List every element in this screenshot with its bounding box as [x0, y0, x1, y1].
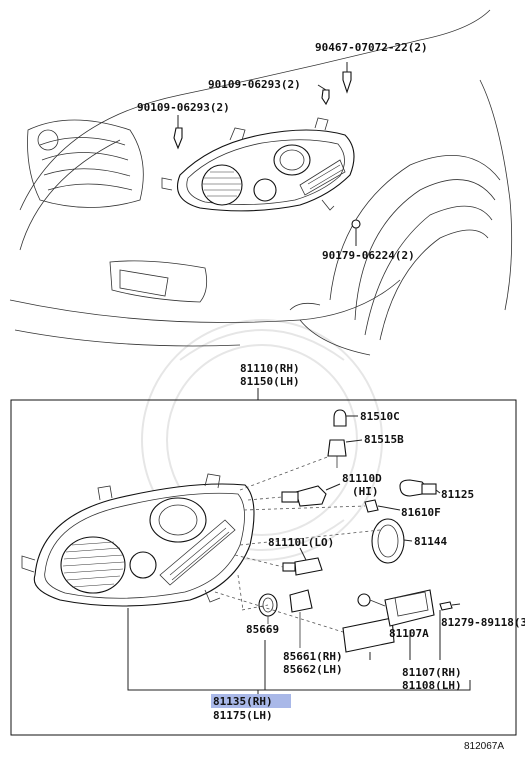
label-unit-lh: 81175(LH) — [213, 709, 273, 722]
label-unit-rh: 81135(RH) — [213, 695, 273, 708]
car-front-outline — [9, 9, 513, 356]
exploded-view-frame — [10, 399, 517, 736]
label-socket-rh: 85661(RH) — [283, 650, 343, 663]
diagram-id: 812067A — [464, 741, 504, 752]
label-ballast-rh: 81107(RH) — [402, 666, 462, 679]
headlamp-top-illustration — [161, 62, 361, 246]
label-bolt-right: 81279-89118(3) — [441, 616, 525, 629]
unit-bracket-lines — [127, 608, 471, 694]
label-assy-lh: 81150(LH) — [240, 375, 300, 388]
headlamp-unit-illustration — [21, 473, 255, 607]
label-screw-left: 90109-06293(2) — [137, 101, 230, 114]
label-ring: 81144 — [414, 535, 447, 548]
label-socket-right: 81125 — [441, 488, 474, 501]
label-socket-b: 81515B — [364, 433, 404, 446]
label-ballast-lh: 81108(LH) — [402, 679, 462, 692]
label-ballast-a: 81107A — [389, 627, 429, 640]
label-bolt-top: 90467-07072-22(2) — [315, 41, 428, 54]
label-bulb-lo: 81110L(LO) — [268, 536, 334, 549]
label-cover-f: 81610F — [401, 506, 441, 519]
label-bulb-hi-sub: (HI) — [352, 485, 379, 498]
label-assy-rh: 81110(RH) — [240, 362, 300, 375]
label-nut-right: 90179-06224(2) — [322, 249, 415, 262]
label-socket-lh: 85662(LH) — [283, 663, 343, 676]
explosion-guide-lines — [214, 455, 381, 633]
highlight-unit-rh — [211, 694, 291, 708]
label-bulb-c: 81510C — [360, 410, 400, 423]
label-bulb-hi: 81110D — [342, 472, 382, 485]
label-gasket: 85669 — [246, 623, 279, 636]
label-screw-mid: 90109-06293(2) — [208, 78, 301, 91]
watermark-emblem — [141, 319, 383, 561]
